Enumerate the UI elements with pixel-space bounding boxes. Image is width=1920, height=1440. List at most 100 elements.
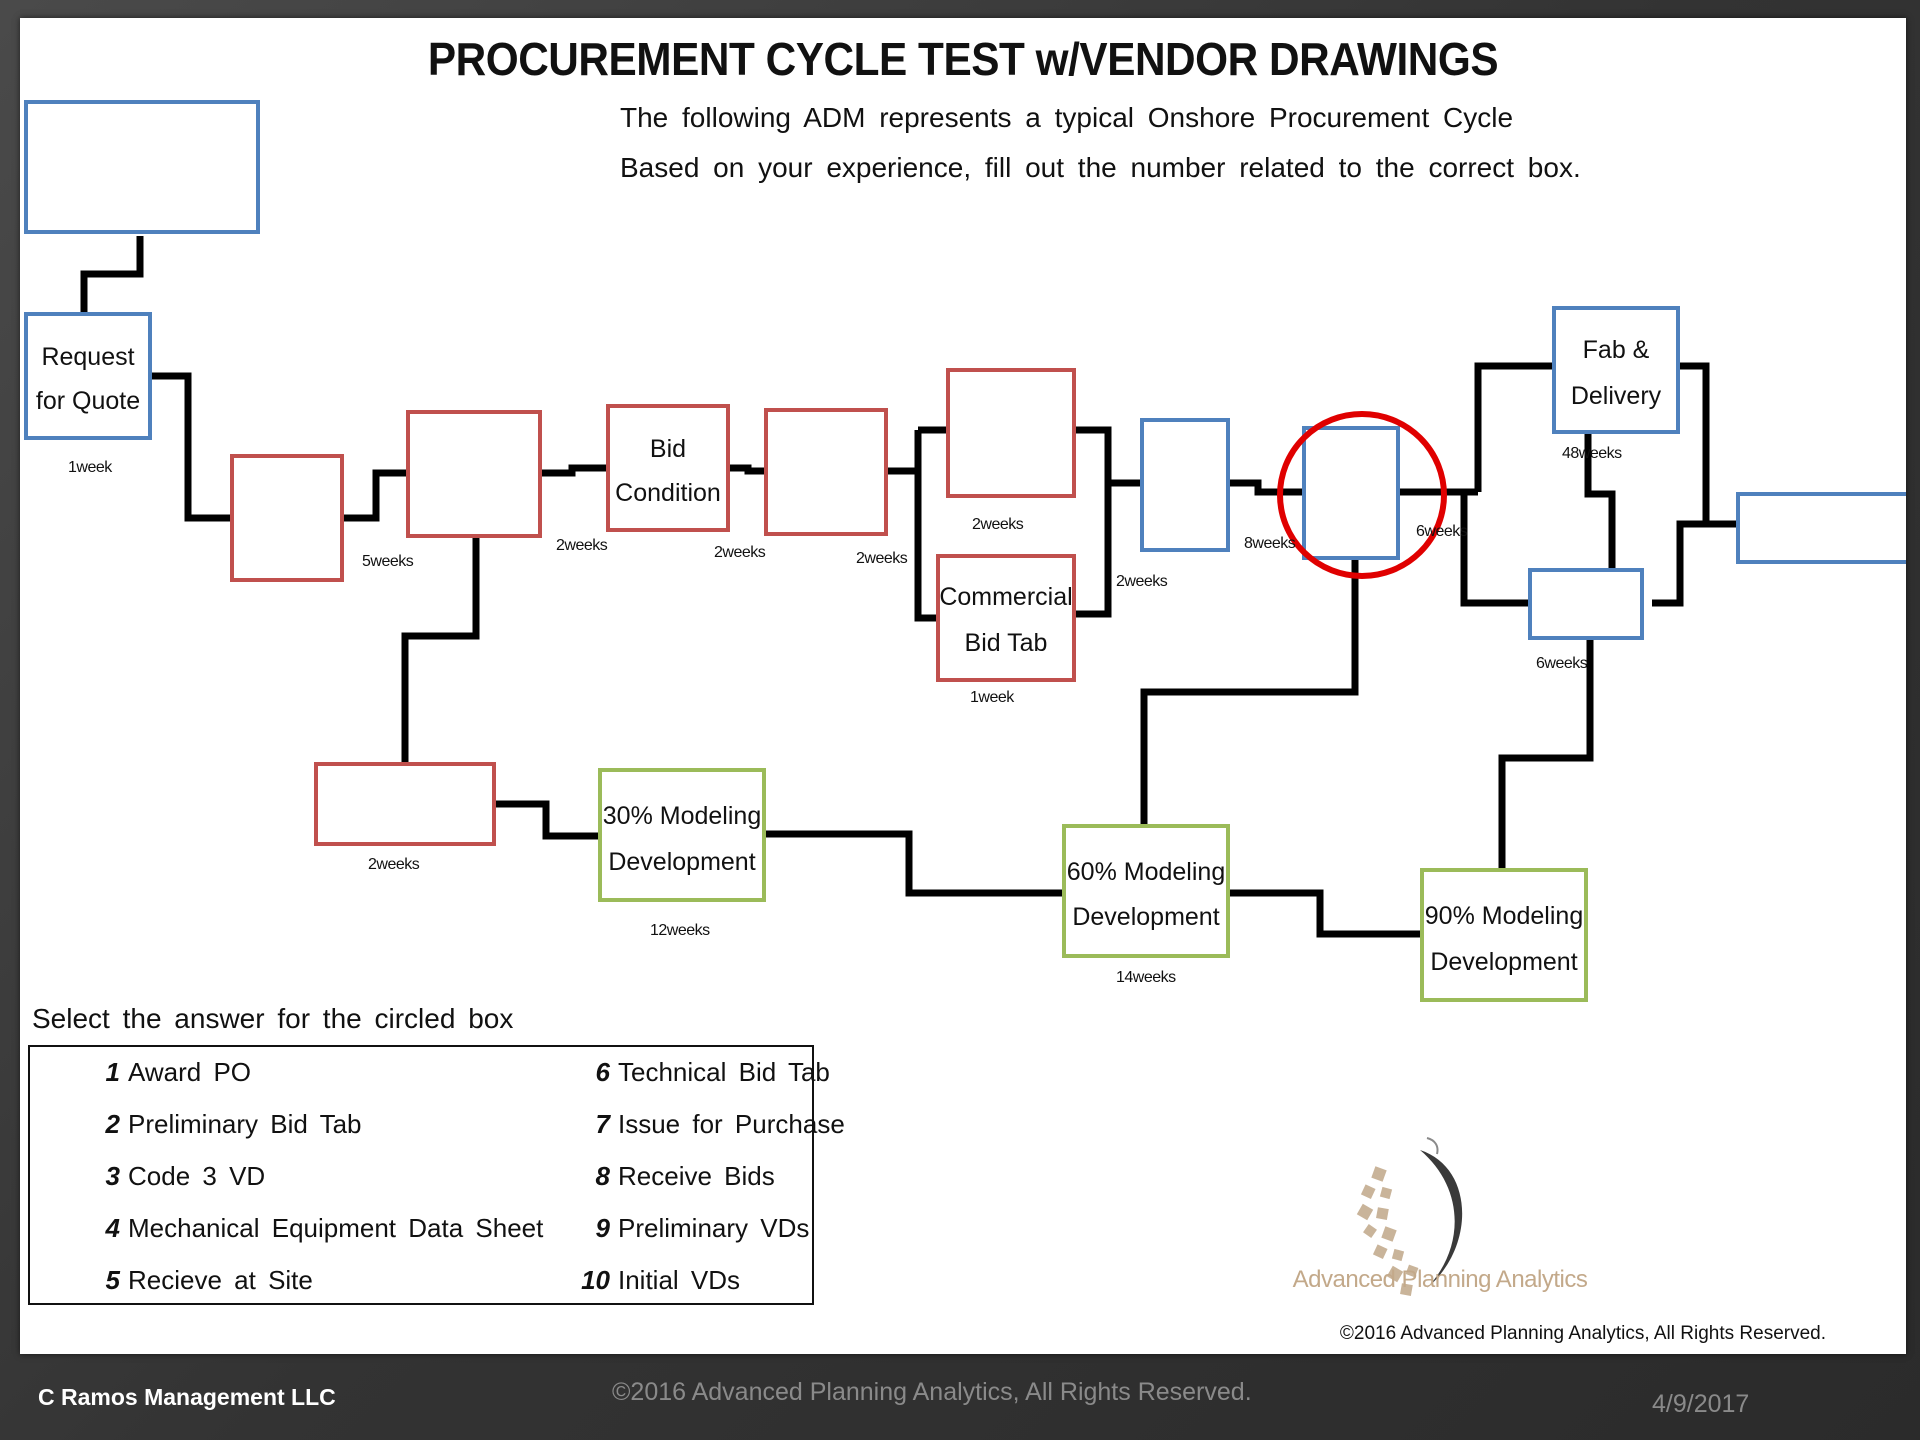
answer-option-2[interactable]: 2 Preliminary Bid Tab	[96, 1109, 362, 1140]
modeling-30-label-line-2: Development	[608, 848, 755, 876]
blank-red-box-4[interactable]	[946, 368, 1076, 498]
connector	[80, 236, 144, 316]
duration-label: 12weeks	[650, 922, 710, 939]
connector	[494, 800, 600, 840]
modeling-60-label-line-1: 60% Modeling	[1067, 858, 1225, 886]
connector	[540, 464, 608, 477]
connector	[342, 469, 406, 522]
connector	[1074, 426, 1112, 618]
blank-box-top-left[interactable]	[24, 100, 260, 234]
duration-label: 14weeks	[1116, 969, 1176, 986]
commercial-bid-tab-label-line-2: Bid Tab	[965, 629, 1048, 657]
answer-number: 3	[105, 1161, 120, 1191]
duration-label: 1week	[68, 459, 113, 476]
fab-delivery-box[interactable]	[1552, 306, 1680, 434]
swoosh-logo-icon	[1356, 1137, 1463, 1296]
bid-condition-box[interactable]	[606, 404, 730, 532]
answer-option-8[interactable]: 8 Receive Bids	[586, 1161, 775, 1192]
footer-date: 4/9/2017	[1652, 1390, 1750, 1418]
modeling-60-box[interactable]	[1062, 824, 1230, 958]
answer-number: 7	[595, 1109, 610, 1139]
answer-number: 9	[595, 1213, 610, 1243]
answer-option-4[interactable]: 4 Mechanical Equipment Data Sheet	[96, 1213, 544, 1244]
answer-option-9[interactable]: 9 Preliminary VDs	[586, 1213, 810, 1244]
modeling-90-box[interactable]	[1420, 868, 1588, 1002]
blank-red-box-lower[interactable]	[314, 762, 496, 846]
blank-blue-box-2[interactable]	[1528, 568, 1644, 640]
modeling-30-label-line-1: 30% Modeling	[603, 802, 761, 830]
duration-label: 2weeks	[714, 544, 766, 561]
modeling-30-box[interactable]	[598, 768, 766, 902]
connector	[756, 830, 1064, 897]
connector	[401, 534, 480, 766]
answer-number: 5	[105, 1265, 120, 1295]
connector	[1474, 362, 1554, 492]
duration-label: 6weeks	[1416, 523, 1468, 540]
answer-text: Preliminary VDs	[618, 1213, 810, 1243]
answer-text: Award PO	[128, 1057, 252, 1087]
footer-copyright: ©2016 Advanced Planning Analytics, All R…	[612, 1378, 1252, 1406]
connector	[730, 464, 766, 475]
answer-text: Mechanical Equipment Data Sheet	[128, 1213, 544, 1243]
duration-label: 2weeks	[556, 537, 608, 554]
answer-number: 2	[105, 1109, 120, 1139]
answer-number: 6	[595, 1057, 610, 1087]
duration-label: 2weeks	[1116, 573, 1168, 590]
answer-option-7[interactable]: 7 Issue for Purchase	[586, 1109, 845, 1140]
answer-text: Code 3 VD	[128, 1161, 266, 1191]
connector	[1228, 889, 1422, 938]
answer-option-1[interactable]: 1 Award PO	[96, 1057, 251, 1088]
blank-red-box-2[interactable]	[406, 410, 542, 538]
duration-label: 48weeks	[1562, 445, 1622, 462]
answer-text: Recieve at Site	[128, 1265, 313, 1295]
fab-delivery-label-line-1: Fab &	[1583, 336, 1650, 364]
bid-condition-label-line-1: Bid	[650, 435, 686, 463]
duration-label: 2weeks	[368, 856, 420, 873]
answer-number: 10	[581, 1265, 610, 1295]
blank-blue-box-end[interactable]	[1736, 492, 1906, 564]
answer-option-6[interactable]: 6 Technical Bid Tab	[586, 1057, 830, 1088]
logo-text: Advanced Planning Analytics	[1292, 1266, 1588, 1293]
commercial-bid-tab-label-line-1: Commercial	[939, 583, 1072, 611]
connector	[1678, 362, 1738, 528]
answer-option-10[interactable]: 10 Initial VDs	[574, 1265, 740, 1296]
blank-red-box-3[interactable]	[764, 408, 888, 536]
subtitle-line-2: Based on your experience, fill out the n…	[620, 152, 1581, 183]
connector	[1140, 559, 1359, 828]
circled-blue-box[interactable]	[1302, 426, 1400, 560]
connector	[1230, 479, 1302, 496]
duration-label: 2weeks	[856, 550, 908, 567]
rfq-label-line-1: Request	[41, 343, 134, 371]
commercial-bid-tab-box[interactable]	[936, 554, 1076, 682]
connector	[914, 430, 938, 622]
duration-label: 2weeks	[972, 516, 1024, 533]
answer-text: Technical Bid Tab	[618, 1057, 830, 1087]
answer-choices-box: 1 Award PO 2 Preliminary Bid Tab 3 Code 3 V…	[28, 1045, 845, 1305]
answer-option-5[interactable]: 5 Recieve at Site	[96, 1265, 313, 1296]
answer-option-3[interactable]: 3 Code 3 VD	[96, 1161, 266, 1192]
connector	[1460, 492, 1530, 607]
answer-text: Receive Bids	[618, 1161, 775, 1191]
answer-number: 4	[105, 1213, 120, 1243]
answer-text: Issue for Purchase	[618, 1109, 845, 1139]
connector	[1584, 432, 1616, 570]
footer-company: C Ramos Management LLC	[38, 1384, 336, 1410]
connector	[152, 372, 232, 522]
request-for-quote-box[interactable]	[24, 312, 152, 440]
answer-text: Initial VDs	[618, 1265, 741, 1295]
highlight-circle	[1277, 411, 1447, 579]
connector	[1498, 632, 1594, 868]
duration-label: 8weeks	[1244, 535, 1296, 552]
slide-canvas: PROCUREMENT CYCLE TEST w/VENDOR DRAWINGS…	[20, 18, 1906, 1354]
bid-condition-label-line-2: Condition	[615, 479, 721, 507]
blank-blue-box-1[interactable]	[1140, 418, 1230, 552]
modeling-90-label-line-2: Development	[1430, 948, 1577, 976]
answer-number: 8	[595, 1161, 610, 1191]
duration-label: 5weeks	[362, 553, 414, 570]
page-title: PROCUREMENT CYCLE TEST w/VENDOR DRAWINGS	[427, 33, 1499, 85]
subtitle-line-1: The following ADM represents a typical O…	[620, 102, 1514, 133]
answer-number: 1	[105, 1057, 120, 1087]
connector-lines	[80, 236, 1738, 938]
blank-red-box-1[interactable]	[230, 454, 344, 582]
answer-text: Preliminary Bid Tab	[128, 1109, 362, 1139]
